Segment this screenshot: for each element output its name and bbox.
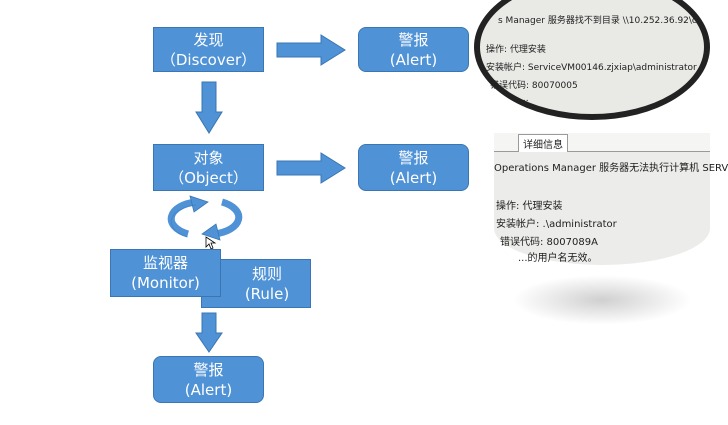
alert-mid-title: 警报 [398, 148, 429, 167]
error2-tab-details: 详细信息 [518, 134, 568, 152]
object-subtitle: （Object） [169, 168, 248, 187]
error2-operation: 操作: 代理安装 [496, 201, 563, 212]
alert-top-subtitle: (Alert) [389, 50, 438, 69]
alert-top-title: 警报 [398, 30, 429, 49]
alert-box-top: 警报 (Alert) [358, 27, 469, 72]
alert-mid-subtitle: (Alert) [389, 168, 438, 187]
error2-account: 安装帐户: .\administrator [496, 219, 617, 230]
discover-subtitle: （Discover） [160, 50, 257, 69]
error2-tab-bar: 详细信息 [494, 133, 710, 152]
cycle-arrows-icon [167, 195, 243, 241]
alert-box-bottom: 警报 (Alert) [153, 356, 264, 403]
rule-subtitle: (Rule) [244, 284, 290, 303]
error1-code: 错误代码: 80070005 [490, 81, 578, 91]
rule-title: 规则 [251, 264, 282, 283]
arrow-right-icon [276, 152, 346, 184]
monitor-box: 监视器 (Monitor) [110, 249, 221, 297]
magnifier-shadow [512, 275, 692, 325]
discover-title: 发现 [193, 30, 224, 49]
object-box: 对象 （Object） [153, 144, 264, 191]
error2-code: 错误代码: 8007089A [500, 237, 598, 248]
arrow-down-icon [195, 81, 223, 134]
object-title: 对象 [193, 148, 224, 167]
alert-bottom-title: 警报 [193, 360, 224, 379]
alert-bottom-subtitle: (Alert) [184, 380, 233, 399]
arrow-right-icon [276, 34, 346, 66]
arrow-down-icon [195, 312, 223, 353]
error-detail-magnifier-2: 详细信息 Operations Manager 服务器无法执行计算机 SERV … [494, 133, 728, 265]
monitor-title: 监视器 [142, 254, 188, 272]
mouse-cursor-icon [205, 236, 217, 250]
monitor-subtitle: (Monitor) [131, 274, 200, 292]
error1-account: 安装帐户: ServiceVM00146.zjxiap\administrato… [486, 63, 697, 73]
error-detail-magnifier-1: s Manager 服务器找不到目录 \\10.252.36.92\c 操作: … [474, 0, 710, 120]
error1-title: s Manager 服务器找不到目录 \\10.252.36.92\c [498, 16, 697, 26]
error2-message: ...的用户名无效。 [518, 253, 598, 264]
discover-box: 发现 （Discover） [153, 27, 264, 72]
error1-operation: 操作: 代理安装 [486, 45, 546, 55]
error1-more: ... [520, 94, 529, 104]
error2-title: Operations Manager 服务器无法执行计算机 SERV [494, 163, 728, 174]
alert-box-middle: 警报 (Alert) [358, 144, 469, 191]
